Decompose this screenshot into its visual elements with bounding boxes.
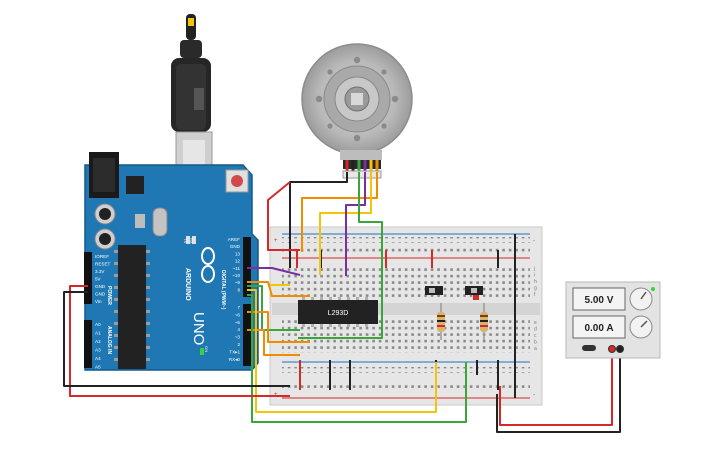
breadboard-row-letter: b: [534, 340, 537, 346]
pin-label-10: ~10: [232, 273, 240, 278]
pin-label-4: 4: [237, 327, 240, 332]
current-knob[interactable]: [629, 315, 653, 339]
reset-button-cap[interactable]: [231, 175, 243, 187]
arduino-model-label: UNO: [190, 312, 207, 345]
pin-label-a4: A4: [95, 356, 101, 361]
pin-label-2: 2: [237, 342, 240, 347]
arduino-logo: [201, 247, 215, 283]
pin-label-33v: 3.3V: [95, 269, 105, 274]
breadboard-row-letter: a: [534, 346, 537, 352]
pin-label-rx0: RX◂0: [229, 357, 241, 362]
pin-label-11: ~11: [233, 266, 241, 271]
current-readout: 0.00 A: [584, 323, 613, 334]
power-switch[interactable]: [582, 345, 596, 351]
arduino-brand-label: ARDUINO: [184, 268, 191, 301]
wires[interactable]: [63, 172, 621, 433]
pin-label-6: ~6: [235, 312, 241, 317]
slide-switch-2[interactable]: [465, 286, 483, 300]
atmega-chip: [118, 245, 146, 369]
breadboard-row-letter: j: [533, 266, 535, 272]
breadboard-row-letter: g: [534, 286, 537, 292]
positive-terminal[interactable]: [608, 345, 616, 353]
pin-label-7: 7: [237, 305, 240, 310]
breadboard-row-letter: e: [534, 320, 537, 326]
arduino-uno-board[interactable]: ARDUINO UNO POWER ANALOG IN DIGITAL (PWM…: [84, 152, 259, 371]
pin-label-12: 12: [235, 259, 241, 264]
pin-label-gnd: GND: [230, 244, 241, 249]
breadboard-row-letter: d: [534, 327, 537, 333]
negative-terminal[interactable]: [616, 345, 624, 353]
svg-text:+: +: [274, 238, 278, 244]
svg-text:-: -: [533, 238, 535, 244]
digital-header-label: DIGITAL (PWM~): [220, 270, 226, 310]
pin-label-gnd: GND: [95, 292, 106, 297]
voltage-display: [572, 287, 626, 311]
pin-label-a5: A5: [95, 365, 101, 370]
tx-led-label: TX: [183, 238, 188, 243]
voltage-knob[interactable]: [629, 287, 653, 311]
pin-label-vin: Vin: [95, 299, 102, 304]
resistor-2[interactable]: [480, 303, 488, 340]
pin-label-reset: RESET: [95, 262, 111, 267]
resistor-1[interactable]: [437, 303, 445, 340]
breadboard-row-letter: h: [534, 279, 537, 285]
l293d-chip-label: L293D: [328, 310, 349, 317]
dc-power-supply[interactable]: 5.00 V 0.00 A: [565, 281, 661, 359]
svg-text:-: -: [533, 392, 535, 398]
pin-label-tx1: TX▸1: [229, 349, 240, 354]
breadboard-row-letter: f: [534, 292, 536, 298]
pin-label-a0: A0: [95, 322, 101, 327]
pin-label-9: ~9: [235, 280, 241, 285]
slide-switch-1[interactable]: [425, 286, 443, 295]
pin-label-ioref: IOREF: [95, 254, 109, 259]
pin-label-3: ~3: [235, 335, 241, 340]
breadboard-row-letter: i: [534, 273, 535, 279]
pin-label-8: 8: [237, 287, 240, 292]
on-led-label: ON: [204, 346, 209, 352]
pin-label-gnd: GND: [95, 284, 106, 289]
analog-header-label: ANALOG IN: [106, 326, 112, 354]
pin-label-5v: 5V: [95, 277, 102, 282]
pin-label-a3: A3: [95, 348, 101, 353]
breadboard-row-letter: c: [534, 333, 537, 339]
pin-label-13: 13: [235, 251, 241, 256]
l293d-driver-chip[interactable]: L293D: [298, 297, 378, 327]
current-display: [572, 315, 626, 339]
rx-led-label: RX: [189, 238, 194, 244]
power-header-label: POWER: [106, 286, 112, 305]
pin-label-a1: A1: [95, 331, 101, 336]
pin-label-a2: A2: [95, 339, 101, 344]
dc-motor[interactable]: [301, 43, 413, 179]
pin-label-5: ~5: [235, 320, 241, 325]
voltage-readout: 5.00 V: [585, 295, 614, 306]
pin-label-aref: AREF: [228, 237, 240, 242]
